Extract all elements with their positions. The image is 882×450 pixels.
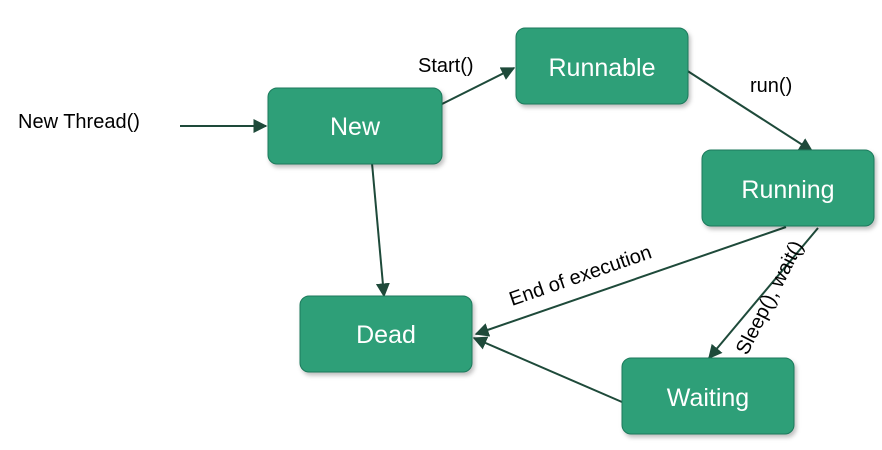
state-runnable-label: Runnable bbox=[548, 54, 655, 82]
state-dead-label: Dead bbox=[356, 321, 416, 349]
state-waiting-box bbox=[621, 357, 795, 435]
state-runnable: Runnable bbox=[515, 27, 689, 105]
state-waiting-label: Waiting bbox=[667, 384, 749, 412]
state-new: New bbox=[267, 87, 443, 165]
state-new-box bbox=[267, 87, 443, 165]
state-running: Running bbox=[701, 149, 875, 227]
arrow-new-to-runnable bbox=[441, 67, 516, 105]
arrow-waiting-to-dead bbox=[472, 336, 623, 403]
label-new-thread: New Thread() bbox=[18, 111, 140, 133]
arrow-running-to-waiting bbox=[708, 227, 819, 360]
label-run: run() bbox=[750, 75, 792, 97]
state-dead-box bbox=[299, 295, 473, 373]
state-running-label: Running bbox=[741, 176, 834, 204]
state-running-box bbox=[701, 149, 875, 227]
label-sleep-wait: Sleep(), wait() bbox=[732, 237, 808, 358]
state-waiting: Waiting bbox=[621, 357, 795, 435]
arrow-new-to-dead bbox=[371, 162, 390, 298]
state-runnable-box bbox=[515, 27, 689, 105]
arrow-runnable-to-running bbox=[685, 69, 814, 152]
state-new-label: New bbox=[330, 113, 381, 141]
label-end-of-execution: End of execution bbox=[506, 241, 654, 310]
arrow-running-to-dead bbox=[474, 226, 787, 337]
state-dead: Dead bbox=[299, 295, 473, 373]
label-start: Start() bbox=[418, 55, 474, 77]
